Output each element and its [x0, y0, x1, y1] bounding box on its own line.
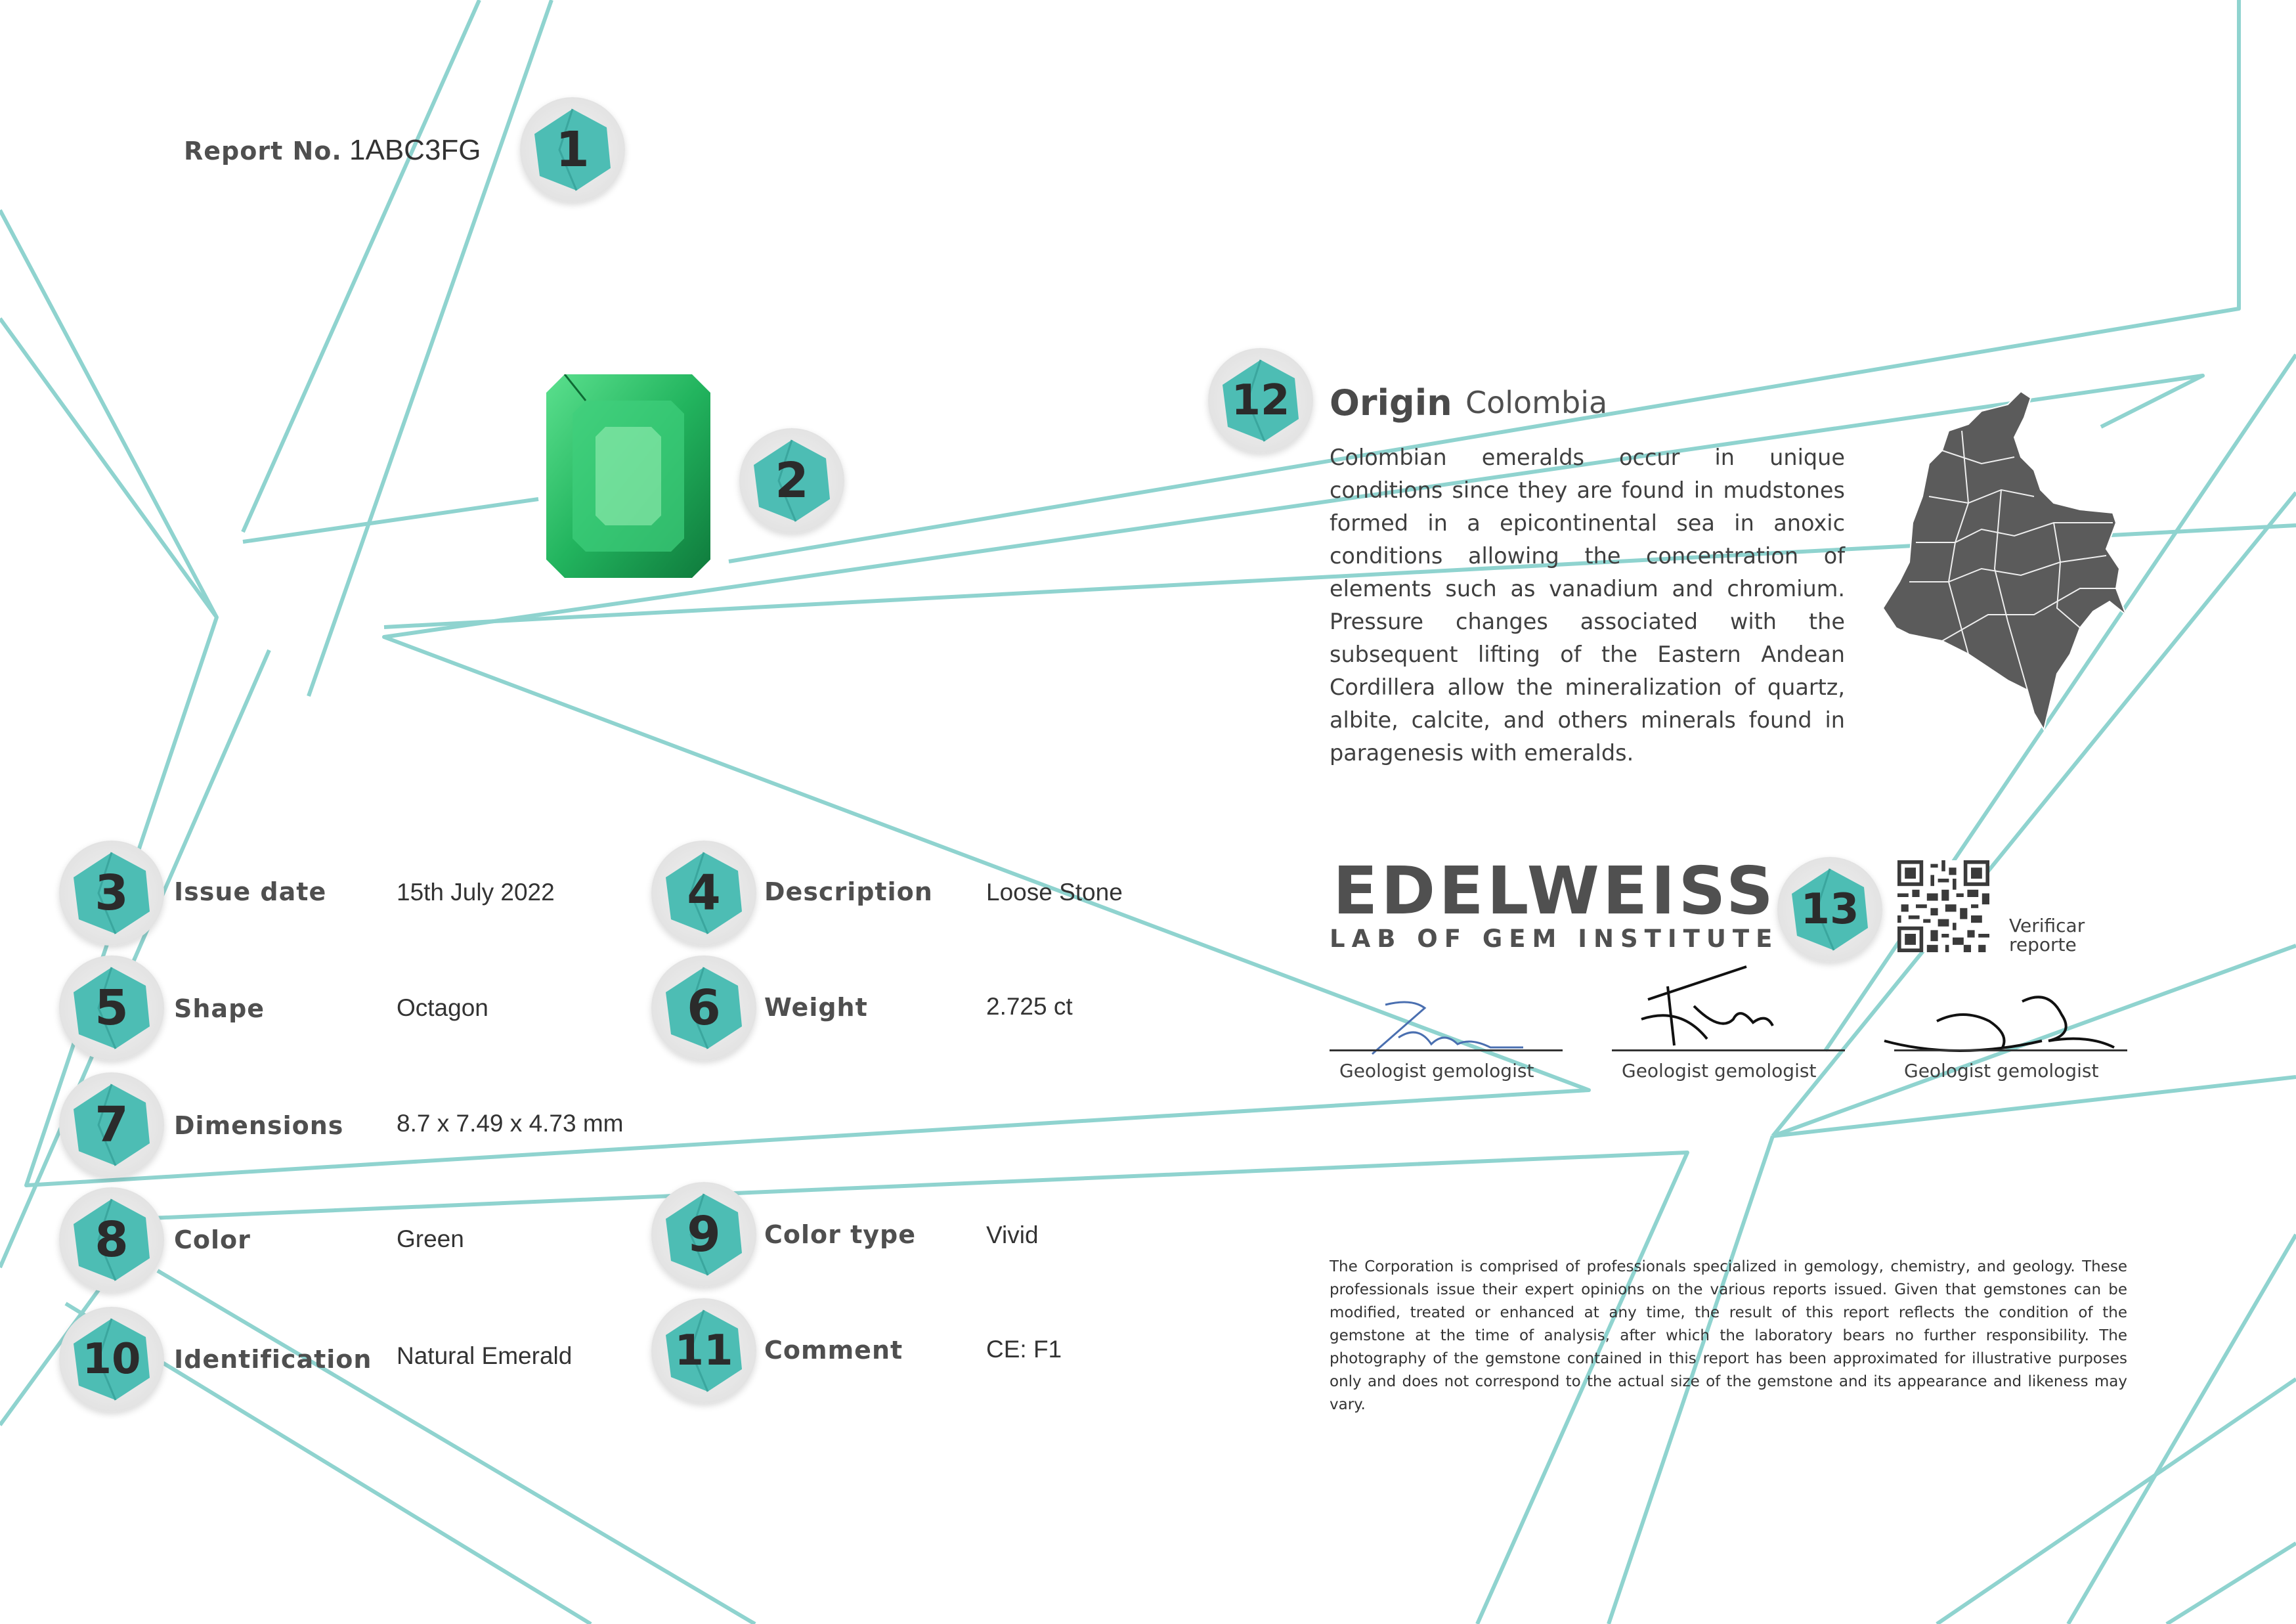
signature-caption-1: Geologist gemologist [1339, 1060, 1534, 1082]
dimensions-label: Dimensions [174, 1111, 344, 1140]
badge-number: 7 [95, 1097, 129, 1153]
badge-12: 12 [1208, 348, 1313, 453]
identification-label: Identification [174, 1345, 372, 1374]
badge-number: 4 [687, 865, 721, 921]
badge-number: 9 [687, 1206, 721, 1263]
hexagon-badge-icon [666, 967, 742, 1049]
badge-number: 1 [555, 121, 590, 178]
badge-7: 7 [59, 1072, 164, 1177]
disclaimer-text: The Corporation is comprised of professi… [1330, 1258, 2127, 1413]
badge-number: 11 [674, 1327, 733, 1375]
badge-number: 13 [1800, 885, 1859, 934]
origin-description: Colombian emeralds occur in unique condi… [1330, 445, 1845, 766]
badge-10: 10 [59, 1307, 164, 1412]
signature-caption-3: Geologist gemologist [1904, 1060, 2099, 1082]
badge-number: 8 [95, 1212, 129, 1268]
hexagon-badge-icon [534, 108, 611, 191]
origin-value: Colombia [1465, 385, 1608, 420]
comment-label: Comment [764, 1336, 903, 1365]
badge-3: 3 [59, 841, 164, 946]
badge-5: 5 [59, 955, 164, 1061]
comment-value: CE: F1 [986, 1336, 1062, 1363]
badge-1: 1 [520, 97, 625, 202]
badge-number: 2 [775, 452, 809, 509]
hexagon-badge-icon [74, 1198, 150, 1281]
badge-6: 6 [651, 955, 756, 1061]
hexagon-badge-icon [1223, 359, 1299, 442]
report-number-value: 1ABC3FG [349, 134, 481, 166]
badge-9: 9 [651, 1182, 756, 1287]
color-value: Green [397, 1225, 464, 1252]
signature-line-2 [1612, 1049, 1845, 1051]
description-label: Description [764, 877, 933, 906]
signature-line-3 [1894, 1049, 2127, 1051]
hexagon-badge-icon [74, 1318, 150, 1401]
issue-date-label: Issue date [174, 877, 327, 906]
badge-number: 10 [82, 1335, 141, 1384]
hexagon-badge-icon [666, 1193, 742, 1276]
origin-label: Origin [1330, 382, 1452, 424]
report-number-label: Report No. [184, 137, 342, 165]
weight-value: 2.725 ct [986, 993, 1073, 1020]
description-value: Loose Stone [986, 879, 1123, 906]
qr-code-icon[interactable] [1897, 860, 1989, 952]
identification-value: Natural Emerald [397, 1342, 573, 1369]
color-label: Color [174, 1225, 251, 1254]
color-type-label: Color type [764, 1220, 917, 1249]
signature-line-1 [1330, 1049, 1563, 1051]
hexagon-badge-icon [754, 439, 830, 522]
badge-2: 2 [739, 428, 844, 533]
badge-13: 13 [1777, 857, 1882, 962]
shape-label: Shape [174, 994, 265, 1023]
hexagon-badge-icon [1792, 868, 1868, 951]
badge-number: 12 [1231, 376, 1290, 425]
badge-number: 3 [95, 865, 129, 921]
color-type-value: Vivid [986, 1221, 1039, 1248]
brand-logo-text: EDELWEISS [1333, 852, 1777, 929]
hexagon-badge-icon [666, 1309, 742, 1392]
hexagon-badge-icon [74, 852, 150, 934]
signature-1-image [1372, 1001, 1523, 1055]
badge-number: 6 [687, 980, 721, 1036]
brand-subtitle: LAB OF GEM INSTITUTE [1330, 925, 1779, 953]
hexagon-badge-icon [74, 1084, 150, 1166]
badge-number: 5 [95, 980, 129, 1036]
dimensions-value: 8.7 x 7.49 x 4.73 mm [397, 1110, 624, 1137]
colombia-map-icon [1883, 391, 2126, 732]
emerald-gem-icon [546, 374, 710, 578]
badge-4: 4 [651, 841, 756, 946]
hexagon-badge-icon [666, 852, 742, 934]
badge-11: 11 [651, 1298, 756, 1403]
signature-2-image [1641, 965, 1774, 1046]
signature-caption-2: Geologist gemologist [1622, 1060, 1817, 1082]
issue-date-value: 15th July 2022 [397, 879, 555, 906]
shape-value: Octagon [397, 994, 488, 1021]
hexagon-badge-icon [74, 967, 150, 1049]
badge-8: 8 [59, 1187, 164, 1292]
verify-report-label[interactable]: Verificar reporte [2009, 915, 2085, 955]
weight-label: Weight [764, 993, 868, 1022]
